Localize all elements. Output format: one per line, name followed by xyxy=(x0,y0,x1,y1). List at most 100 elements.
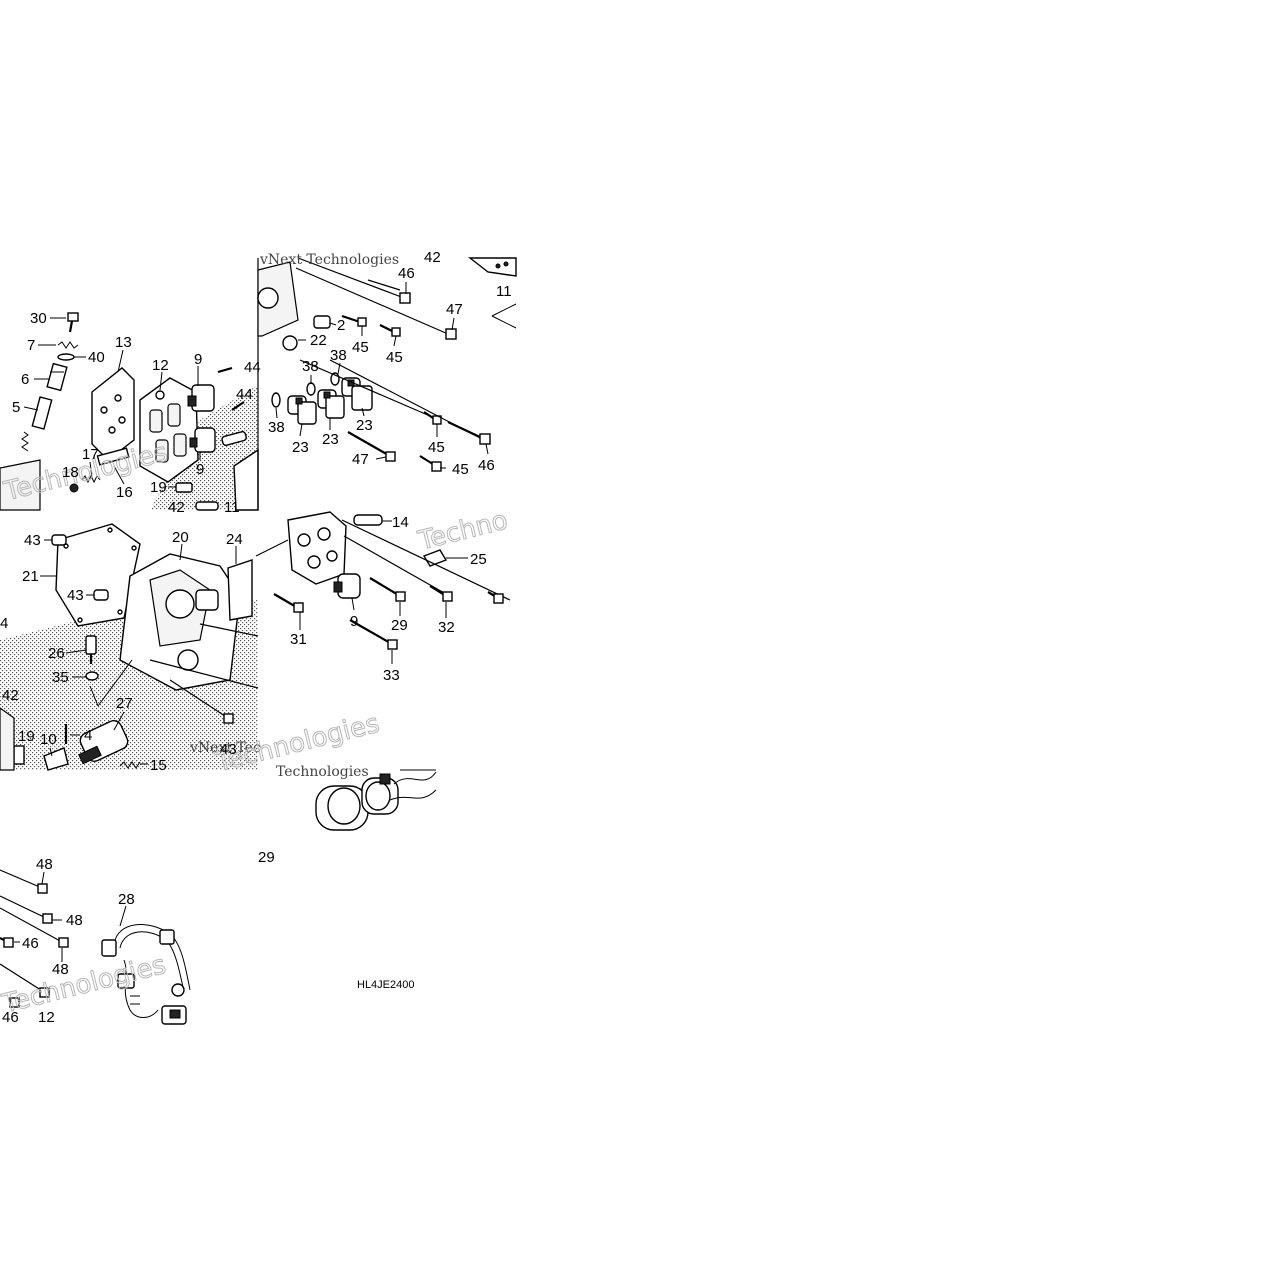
part-9-solenoid-c xyxy=(333,573,361,599)
callout-23-c: 23 xyxy=(356,417,373,434)
callout-16: 16 xyxy=(116,484,133,501)
callout-43-a: 43 xyxy=(24,532,41,549)
part-43-dowel-a xyxy=(51,534,67,546)
callout-9-c: 9 xyxy=(350,613,358,630)
callout-42-a: 42 xyxy=(168,499,185,516)
part-38-oring-b xyxy=(306,382,316,396)
callout-21: 21 xyxy=(22,568,39,585)
callout-30: 30 xyxy=(30,310,47,327)
callout-45-a: 45 xyxy=(352,339,369,356)
callout-12-b: 12 xyxy=(38,1009,55,1026)
callout-42-c: 42 xyxy=(2,687,19,704)
pipe-a xyxy=(221,431,247,446)
harness-wire xyxy=(393,771,437,785)
part-9-solenoid-b xyxy=(189,427,216,453)
callout-48-b: 48 xyxy=(66,912,83,929)
callout-31: 31 xyxy=(290,631,307,648)
part-35-ring xyxy=(85,671,99,681)
svg-text:vNext Technologies: vNext Technologies xyxy=(259,252,399,268)
callout-28: 28 xyxy=(118,891,135,908)
panel-valve-body xyxy=(0,312,259,511)
callout-46-c: 46 xyxy=(22,935,39,952)
callout-38-c: 38 xyxy=(268,419,285,436)
callout-32: 32 xyxy=(438,619,455,636)
callout-42-b: 42 xyxy=(424,249,441,266)
callout-17: 17 xyxy=(82,446,99,463)
bolt-48-b xyxy=(0,895,47,919)
part-30-bolt xyxy=(67,312,79,333)
bolt-48-a xyxy=(0,869,43,889)
part-13-plate xyxy=(91,367,135,461)
callout-47-b: 47 xyxy=(352,451,369,468)
svg-text:Technologies: Technologies xyxy=(0,950,169,1020)
callout-2: 2 xyxy=(337,317,345,334)
part-11-plate-top xyxy=(467,257,517,277)
callout-9-b: 9 xyxy=(196,461,204,478)
bolt-47-b xyxy=(347,431,391,457)
callout-18: 18 xyxy=(62,464,79,481)
callout-7: 7 xyxy=(27,337,35,354)
callout-19-b: 19 xyxy=(18,728,35,745)
callout-11-b: 11 xyxy=(496,283,512,300)
part-42-pipe xyxy=(195,501,219,511)
bolt-46-b xyxy=(447,421,483,439)
callout-12: 12 xyxy=(152,357,169,374)
part-16-shaft xyxy=(96,447,130,466)
part-21-gasket xyxy=(55,523,141,627)
callout-43-b: 43 xyxy=(67,587,84,604)
callout-45-d: 45 xyxy=(452,461,469,478)
bolt-46-long xyxy=(297,257,405,299)
valve-housing xyxy=(287,511,347,585)
callout-25: 25 xyxy=(470,551,487,568)
part-15-spring xyxy=(119,761,141,769)
housing-edge xyxy=(0,459,41,511)
part-19-gasket-b xyxy=(13,745,25,765)
callout-44-b: 44 xyxy=(236,386,253,403)
panel-harness-connector xyxy=(315,769,437,831)
part-43-dowel-b xyxy=(93,589,109,601)
left-edge-plate xyxy=(0,707,15,771)
bolt-47-long xyxy=(295,267,449,335)
callout-47-a: 47 xyxy=(446,301,463,318)
part-22-ring xyxy=(282,335,298,351)
spring-left xyxy=(21,431,29,452)
part-44-bolt-a xyxy=(217,366,233,374)
part-40-seal xyxy=(57,353,75,361)
bolt-29 xyxy=(369,577,401,597)
callout-45-c: 45 xyxy=(428,439,445,456)
callout-46-a: 46 xyxy=(398,265,415,282)
panel-harness-bolts xyxy=(0,869,191,1025)
part-5-valve xyxy=(31,396,53,430)
svg-text:vNext Tec: vNext Tec xyxy=(189,740,261,756)
drawing-code: HL4JE2400 xyxy=(357,979,415,991)
callout-11-a: 11 xyxy=(224,499,240,516)
callout-24: 24 xyxy=(226,531,243,548)
part-28-harness xyxy=(101,924,191,1025)
callout-5: 5 xyxy=(12,399,20,416)
callout-10: 10 xyxy=(40,731,57,748)
callout-22: 22 xyxy=(310,332,327,349)
part-23-solenoid-b xyxy=(317,389,345,419)
panel-transmission-case xyxy=(0,523,259,771)
callout-33: 33 xyxy=(383,667,400,684)
part-6-valve xyxy=(46,362,68,392)
part-14-dowel xyxy=(353,514,383,526)
callout-15: 15 xyxy=(150,757,167,774)
part-19-gasket xyxy=(175,482,193,493)
part-12-valve-body xyxy=(139,377,199,483)
part-38-oring-a xyxy=(271,392,281,408)
callout-19-a: 19 xyxy=(150,479,167,496)
callout-40: 40 xyxy=(88,349,105,366)
callout-44-a: 44 xyxy=(244,359,261,376)
callout-6: 6 xyxy=(21,371,29,388)
callout-4-b: 4 xyxy=(84,727,92,744)
part-23-solenoid-a xyxy=(287,395,317,425)
part-17-spring xyxy=(81,474,101,484)
callout-13: 13 xyxy=(115,334,132,351)
part-23-solenoid-c xyxy=(341,377,373,411)
part-24-cover xyxy=(227,559,253,621)
panel-solenoids xyxy=(257,257,517,510)
callout-9-a: 9 xyxy=(194,351,202,368)
callout-labels: 30 7 40 6 5 13 12 9 44 44 18 17 16 19 42… xyxy=(0,249,512,1026)
